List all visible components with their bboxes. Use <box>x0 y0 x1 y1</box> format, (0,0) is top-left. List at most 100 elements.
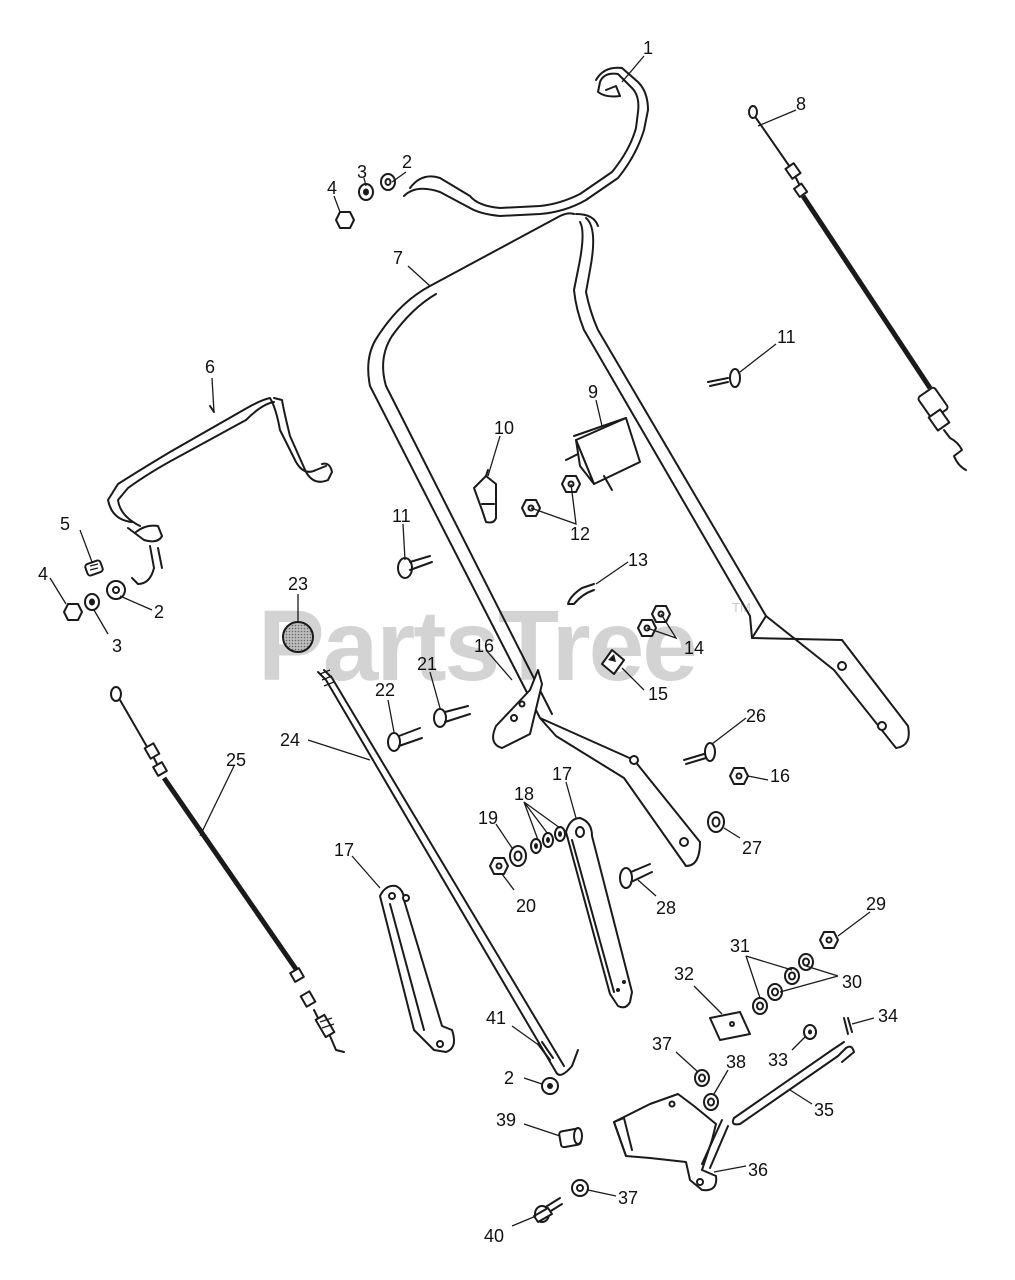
part-7-upper-handle[interactable] <box>367 212 910 867</box>
part-34-cotter-pin[interactable] <box>843 1017 853 1035</box>
callout-2-lower: 2 <box>504 1068 514 1088</box>
part-39-bushing[interactable] <box>558 1127 583 1149</box>
callout-25: 25 <box>226 750 246 770</box>
callout-31: 31 <box>730 936 750 956</box>
part-28-bolt[interactable] <box>619 863 653 889</box>
part-16-nut[interactable] <box>729 767 749 785</box>
part-31-washer-b[interactable] <box>752 997 768 1015</box>
callout-35: 35 <box>814 1100 834 1120</box>
callout-labels: 1 8 2 3 4 7 11 6 9 10 12 5 11 13 4 2 3 2… <box>38 38 898 1246</box>
part-18-washer-a[interactable] <box>530 838 542 854</box>
part-41-pin[interactable] <box>537 1041 554 1061</box>
callout-34: 34 <box>878 1006 898 1026</box>
part-38-spacer[interactable] <box>703 1093 719 1111</box>
callout-12: 12 <box>570 524 590 544</box>
part-10-cable-clip[interactable] <box>473 469 497 524</box>
part-3-washer-left[interactable] <box>84 593 100 611</box>
part-29-nut[interactable] <box>819 931 839 949</box>
part-27-washer[interactable] <box>707 811 725 833</box>
callout-16: 16 <box>474 636 494 656</box>
part-23-knob[interactable] <box>282 621 314 653</box>
part-6-lower-bail[interactable] <box>107 397 333 585</box>
callout-26: 26 <box>746 706 766 726</box>
part-17-link-left[interactable] <box>379 884 455 1053</box>
callout-15: 15 <box>648 684 668 704</box>
part-9-bracket-cover[interactable] <box>565 417 641 491</box>
part-25-control-cable[interactable] <box>110 686 345 1053</box>
part-16-bracket[interactable] <box>492 669 543 749</box>
callout-10: 10 <box>494 418 514 438</box>
callout-37-lower: 37 <box>618 1188 638 1208</box>
part-3-washer-upper[interactable] <box>358 183 374 201</box>
callout-22: 22 <box>375 680 395 700</box>
part-32-plate[interactable] <box>709 1011 751 1041</box>
part-4-nut-left[interactable] <box>63 603 83 621</box>
part-4-nut-upper[interactable] <box>335 211 355 229</box>
callout-21: 21 <box>417 654 437 674</box>
watermark-trademark: TM <box>732 600 751 615</box>
callout-3: 3 <box>357 162 367 182</box>
callout-7: 7 <box>393 248 403 268</box>
callout-18: 18 <box>514 784 534 804</box>
callout-32: 32 <box>674 964 694 984</box>
part-36-lever-bracket[interactable] <box>613 1093 729 1192</box>
callout-13: 13 <box>628 550 648 570</box>
callout-36: 36 <box>748 1160 768 1180</box>
part-37-washer-upper[interactable] <box>694 1069 710 1087</box>
part-35-rod[interactable] <box>731 1041 855 1126</box>
callout-33: 33 <box>768 1050 788 1070</box>
part-11-carriage-bolt[interactable] <box>397 555 433 579</box>
leader-lines <box>49 55 875 1227</box>
callout-16-right: 16 <box>770 766 790 786</box>
part-2-washer-left[interactable] <box>106 580 126 600</box>
callout-37: 37 <box>652 1034 672 1054</box>
part-26-bolt[interactable] <box>683 742 716 765</box>
part-30-washer-b[interactable] <box>767 983 783 1001</box>
part-18-washer-b[interactable] <box>542 832 554 848</box>
part-24-rod[interactable] <box>317 669 579 1076</box>
part-11-bolt-right[interactable] <box>707 368 741 388</box>
part-30-washer-a[interactable] <box>798 953 814 971</box>
callout-2: 2 <box>402 152 412 172</box>
part-31-washer-a[interactable] <box>784 967 800 985</box>
part-33-washer[interactable] <box>803 1024 817 1040</box>
part-22-bolt[interactable] <box>387 727 423 752</box>
callout-11: 11 <box>777 327 796 347</box>
callout-28: 28 <box>656 898 676 918</box>
part-21-bolt[interactable] <box>433 705 471 728</box>
callout-1: 1 <box>643 38 653 58</box>
callout-8: 8 <box>796 94 806 114</box>
callout-20: 20 <box>516 896 536 916</box>
callout-30: 30 <box>842 972 862 992</box>
part-15-clip-plate[interactable] <box>601 649 625 675</box>
part-37-washer-lower[interactable] <box>571 1179 589 1197</box>
part-13-hairpin[interactable] <box>567 583 595 605</box>
callout-41: 41 <box>486 1008 506 1028</box>
part-14-nut-a[interactable] <box>637 619 657 637</box>
callout-14: 14 <box>684 638 704 658</box>
callout-29: 29 <box>866 894 886 914</box>
callout-2-left: 2 <box>154 602 164 622</box>
callout-17: 17 <box>552 764 572 784</box>
part-20-nut[interactable] <box>489 857 509 875</box>
callout-11-mid: 11 <box>392 506 411 526</box>
part-5-spring-pin[interactable] <box>84 559 104 577</box>
callout-40: 40 <box>484 1226 504 1246</box>
part-18-washer-c[interactable] <box>554 826 566 842</box>
part-1-control-rod[interactable] <box>403 66 649 217</box>
callout-9: 9 <box>588 382 598 402</box>
callout-19: 19 <box>478 808 498 828</box>
part-8-control-cable[interactable] <box>748 105 967 471</box>
part-17-link-right[interactable] <box>565 817 633 1009</box>
part-2-washer-lower[interactable] <box>541 1077 559 1095</box>
callout-5: 5 <box>60 514 70 534</box>
callout-4-left: 4 <box>38 564 48 584</box>
part-40-bolt[interactable] <box>533 1197 563 1223</box>
callout-24: 24 <box>280 730 300 750</box>
part-2-washer-upper[interactable] <box>380 173 396 191</box>
callout-17-left: 17 <box>334 840 354 860</box>
part-19-spacer[interactable] <box>509 845 527 867</box>
callout-6: 6 <box>205 357 215 377</box>
callout-39: 39 <box>496 1110 516 1130</box>
